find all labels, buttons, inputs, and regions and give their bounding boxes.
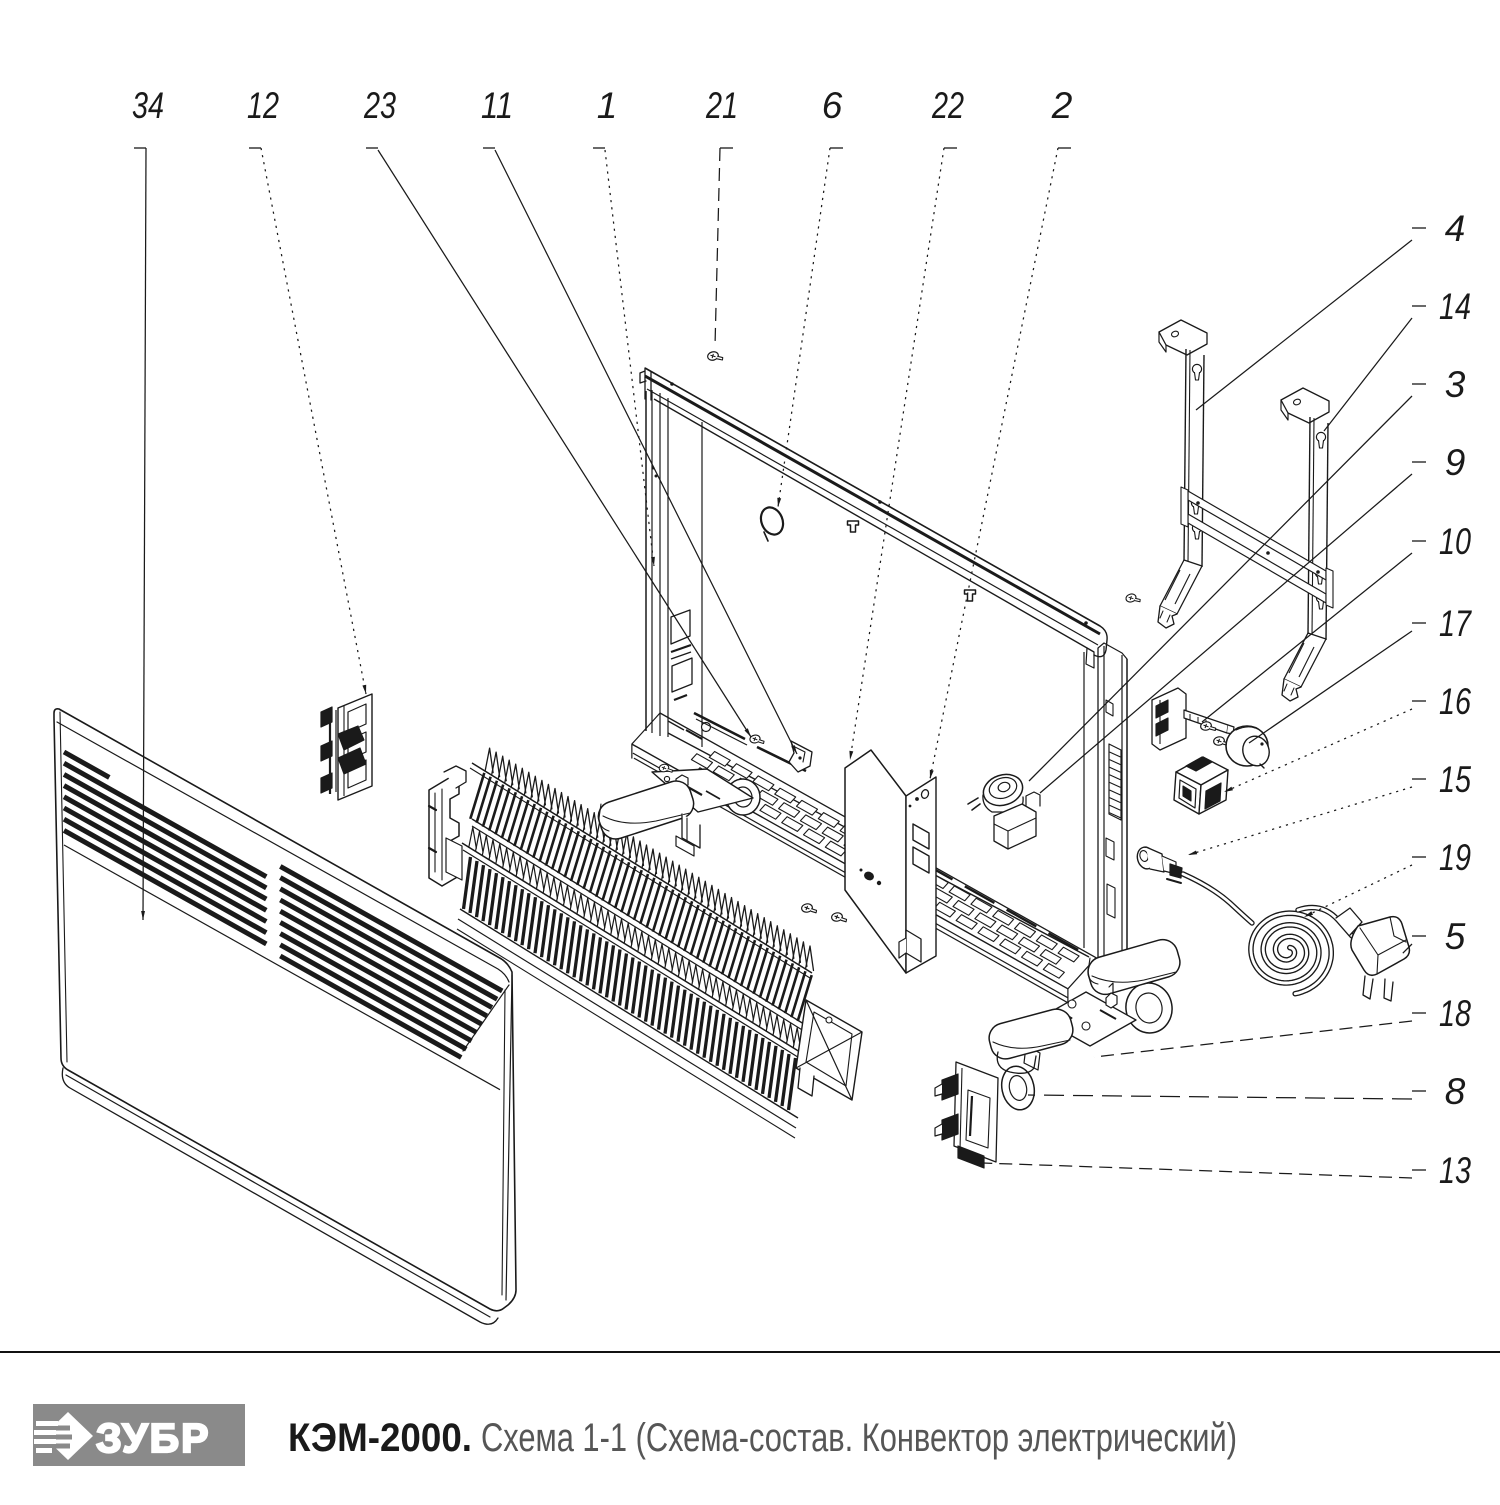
svg-text:2: 2	[1051, 85, 1073, 126]
svg-text:4: 4	[1445, 208, 1466, 249]
svg-text:23: 23	[363, 85, 396, 126]
svg-text:11: 11	[481, 85, 513, 126]
svg-text:19: 19	[1439, 837, 1471, 878]
svg-text:5: 5	[1445, 916, 1466, 957]
svg-text:21: 21	[705, 85, 738, 126]
svg-text:1: 1	[597, 85, 618, 126]
svg-text:10: 10	[1439, 521, 1471, 562]
svg-text:3: 3	[1445, 364, 1466, 405]
svg-text:18: 18	[1439, 993, 1471, 1034]
svg-text:15: 15	[1439, 759, 1471, 800]
svg-text:16: 16	[1439, 681, 1471, 722]
svg-text:Схема 1-1 (Схема-состав. Конве: Схема 1-1 (Схема-состав. Конвектор элект…	[481, 1416, 1237, 1460]
svg-text:8: 8	[1445, 1071, 1466, 1112]
svg-text:22: 22	[931, 85, 964, 126]
svg-text:17: 17	[1439, 603, 1472, 644]
svg-text:9: 9	[1445, 442, 1466, 483]
svg-text:КЭМ-2000.: КЭМ-2000.	[288, 1416, 472, 1460]
svg-text:12: 12	[247, 85, 279, 126]
svg-text:ЗУБР: ЗУБР	[96, 1415, 210, 1461]
svg-text:6: 6	[822, 85, 843, 126]
svg-text:13: 13	[1439, 1150, 1471, 1191]
svg-text:34: 34	[132, 85, 164, 126]
svg-text:14: 14	[1439, 286, 1471, 327]
